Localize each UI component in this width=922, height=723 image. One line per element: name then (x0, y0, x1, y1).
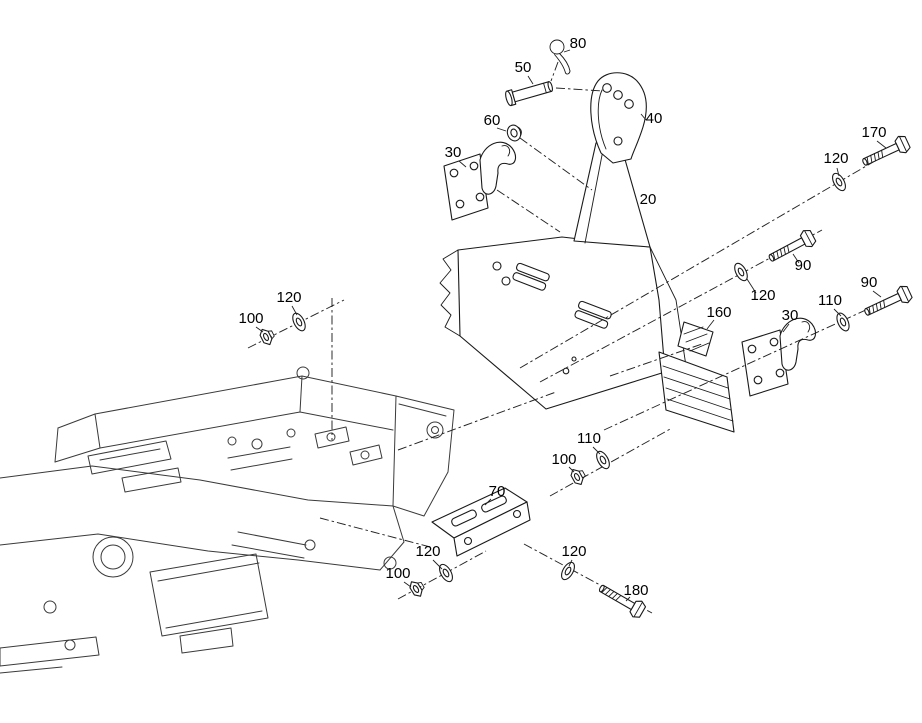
callout-100-left: 100 (238, 310, 263, 327)
washer-120-bottom-left (436, 561, 456, 585)
nut-100-bottom-left (407, 577, 428, 600)
bushing (506, 124, 522, 142)
callout-90-lower: 90 (861, 274, 878, 291)
callout-180: 180 (623, 582, 648, 599)
callout-20: 20 (640, 191, 657, 208)
callout-100-bottom-left: 100 (385, 565, 410, 582)
callout-110-right: 110 (818, 292, 842, 309)
hook-bracket-left (443, 141, 517, 221)
washer-120-left (289, 310, 309, 334)
callout-120-upper-right: 120 (823, 150, 848, 167)
callout-leader-lines (255, 49, 887, 602)
main-hitch-bracket (439, 140, 735, 433)
callout-100-bottom-center: 100 (551, 451, 576, 468)
callout-50: 50 (515, 59, 532, 76)
callout-60: 60 (484, 112, 501, 129)
callout-90-upper: 90 (795, 257, 812, 274)
washer-110-right (833, 310, 853, 334)
washer-110-bottom (593, 448, 613, 472)
callout-120-mid-right: 120 (750, 287, 775, 304)
hitch-pin (505, 81, 553, 107)
callout-30-left: 30 (445, 144, 462, 161)
callout-120-left: 120 (276, 289, 301, 306)
hook-bracket-right (741, 317, 817, 397)
tractor-frame (0, 366, 455, 674)
callout-40: 40 (646, 110, 663, 127)
nut-100-left (257, 325, 278, 348)
clevis-link (590, 72, 647, 164)
callout-110-bottom: 110 (577, 430, 601, 447)
support-plate (431, 487, 531, 557)
callout-80: 80 (570, 35, 587, 52)
callout-70: 70 (489, 483, 506, 500)
decal-plate (677, 321, 714, 357)
callout-120-bottom-right: 120 (561, 543, 586, 560)
assembly-axis-lines (247, 61, 906, 614)
callout-170: 170 (861, 124, 886, 141)
callout-30-right: 30 (782, 307, 799, 324)
linch-pin-clip (549, 39, 571, 75)
callout-160: 160 (706, 304, 731, 321)
callout-120-bottom-left: 120 (415, 543, 440, 560)
callout-labels: 50 80 60 40 30 170 120 20 90 120 160 110… (238, 35, 886, 599)
